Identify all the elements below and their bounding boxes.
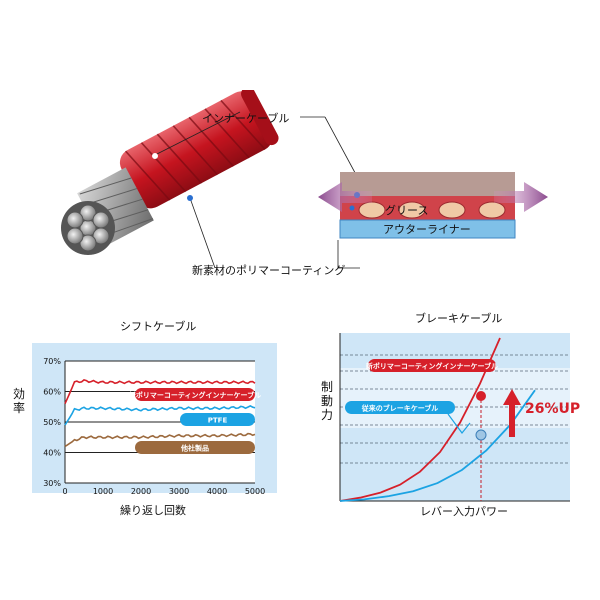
y-tick-label: 60% — [43, 388, 61, 397]
x-tick-label: 0 — [62, 487, 67, 496]
outer-liner-label: アウターライナー — [383, 223, 471, 236]
x-tick-label: 3000 — [169, 487, 189, 496]
cable-diagram: インナーケーブル 新素材のポリマーコーティング グリース アウターライナー — [0, 90, 600, 290]
ylabel-char: 効 — [12, 387, 25, 401]
brake-chart-ylabel: 制 動 力 — [320, 380, 334, 422]
grease-label: グリース — [385, 204, 429, 217]
x-tick-label: 2000 — [131, 487, 151, 496]
brake-cable-chart: ブレーキケーブル 制 動 力 新ポリマーコーティングインナーケーブル従来のブレー… — [300, 312, 590, 525]
shift-cable-chart: シフトケーブル 効 率 70% 60% 50% 40% 30%0 1000 2000 3000… — [10, 315, 290, 525]
series-label: 従来のブレーキケーブル — [361, 404, 439, 413]
series-label-pill — [135, 441, 255, 454]
series-curve — [339, 337, 501, 502]
red-coating — [119, 90, 279, 209]
shift-chart-title: シフトケーブル — [120, 320, 197, 333]
x-tick-label: 4000 — [207, 487, 227, 496]
brake-chart-title: ブレーキケーブル — [415, 312, 503, 325]
cable-illustration — [61, 90, 548, 269]
x-tick-label: 1000 — [93, 487, 113, 496]
polymer-coating-label: 新素材のポリマーコーティング — [192, 264, 346, 277]
ylabel-char: 力 — [320, 408, 333, 422]
y-tick-label: 70% — [43, 357, 61, 366]
brake-chart-xlabel: レバー入力パワー — [420, 505, 508, 518]
y-tick-label: 50% — [43, 418, 61, 427]
series-label: 新ポリマーコーティングインナーケーブル — [366, 362, 498, 371]
series-label-pill — [135, 388, 255, 401]
x-tick-label: 5000 — [245, 487, 265, 496]
shift-chart-ylabel: 効 率 — [12, 387, 26, 415]
left-arrow — [318, 182, 372, 212]
cross-section — [318, 172, 548, 239]
shift-chart-xlabel: 繰り返し回数 — [120, 504, 186, 517]
series-line — [64, 405, 256, 426]
improvement-label: 26%UP — [525, 401, 580, 417]
ylabel-char: 動 — [320, 394, 333, 408]
wire-end-face — [61, 201, 115, 255]
y-tick-label: 30% — [43, 479, 61, 488]
series-label: 他社製品 — [180, 444, 209, 453]
inner-cable-label: インナーケーブル — [202, 112, 290, 125]
conventional-point — [475, 429, 487, 441]
series-label-pill — [368, 359, 496, 372]
series-label: PTFE — [208, 417, 228, 425]
y-tick-label: 40% — [43, 449, 61, 458]
band — [340, 368, 570, 428]
shift-chart-plot: 70% 60% 50% 40% 30%0 1000 2000 3000 4000 5000 新ポリマ… — [32, 343, 277, 496]
ylabel-char: 率 — [12, 401, 25, 415]
ylabel-char: 制 — [320, 380, 333, 394]
series-curve — [339, 389, 536, 502]
new-cable-point — [476, 391, 486, 401]
series-label-pill — [345, 401, 455, 414]
series-label-pill — [180, 413, 255, 426]
series-line — [64, 379, 256, 405]
series-label: 新ポリマーコーティングインナーケーブル — [129, 391, 261, 400]
label-pointer — [447, 413, 471, 434]
up-arrow-icon — [503, 389, 521, 437]
series-line — [64, 432, 256, 448]
right-arrow — [494, 182, 548, 212]
